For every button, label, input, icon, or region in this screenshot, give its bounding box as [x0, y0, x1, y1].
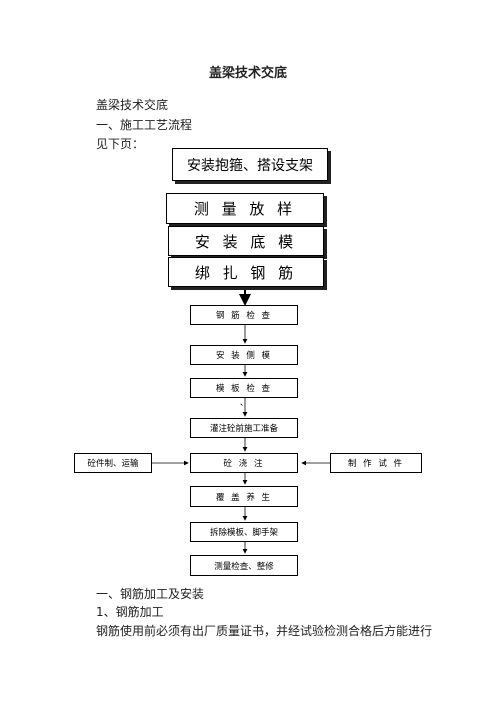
side-concrete-transport: 砼件制、运输: [74, 453, 152, 473]
step-rebar-inspection: 钢 筋 检 查: [190, 305, 298, 325]
see-next-page-note: 见下页：: [96, 137, 145, 151]
side-make-test-specimens: 制 作 试 件: [330, 453, 422, 473]
section-heading-process: 一、施工工艺流程: [96, 118, 193, 132]
body-paragraph: 钢筋使用前必须有出厂质量证书，并经试验检测合格后方能进行: [96, 624, 433, 638]
step-install-bottom-form: 安 装 底 模: [168, 226, 324, 256]
section-heading-rebar: 一、钢筋加工及安装: [96, 587, 205, 601]
step-install-side-form: 安 装 侧 模: [190, 345, 298, 365]
step-cover-cure: 覆 盖 养 生: [190, 486, 298, 507]
step-formwork-inspection: 模 板 检 查: [190, 378, 298, 398]
step-pre-pour-prep: 灌注砼前施工准备: [190, 418, 298, 438]
step-remove-form-scaffold: 拆除模板、脚手架: [190, 522, 298, 542]
subsection-heading-rebar-processing: 1、钢筋加工: [96, 605, 164, 619]
step-survey-layout: 测 量 放 样: [166, 193, 324, 224]
step-concrete-pour: 砼 浇 注: [190, 453, 298, 473]
step-final-inspection: 测量检查、整修: [190, 555, 298, 576]
stray-mark: 、: [240, 398, 248, 407]
step-tie-rebar: 绑 扎 钢 筋: [168, 257, 324, 287]
step-install-hoop-scaffold: 安装抱箍、搭设支架: [172, 148, 328, 181]
intro-line-1: 盖梁技术交底: [96, 98, 169, 112]
page-title: 盖梁技术交底: [208, 66, 287, 81]
